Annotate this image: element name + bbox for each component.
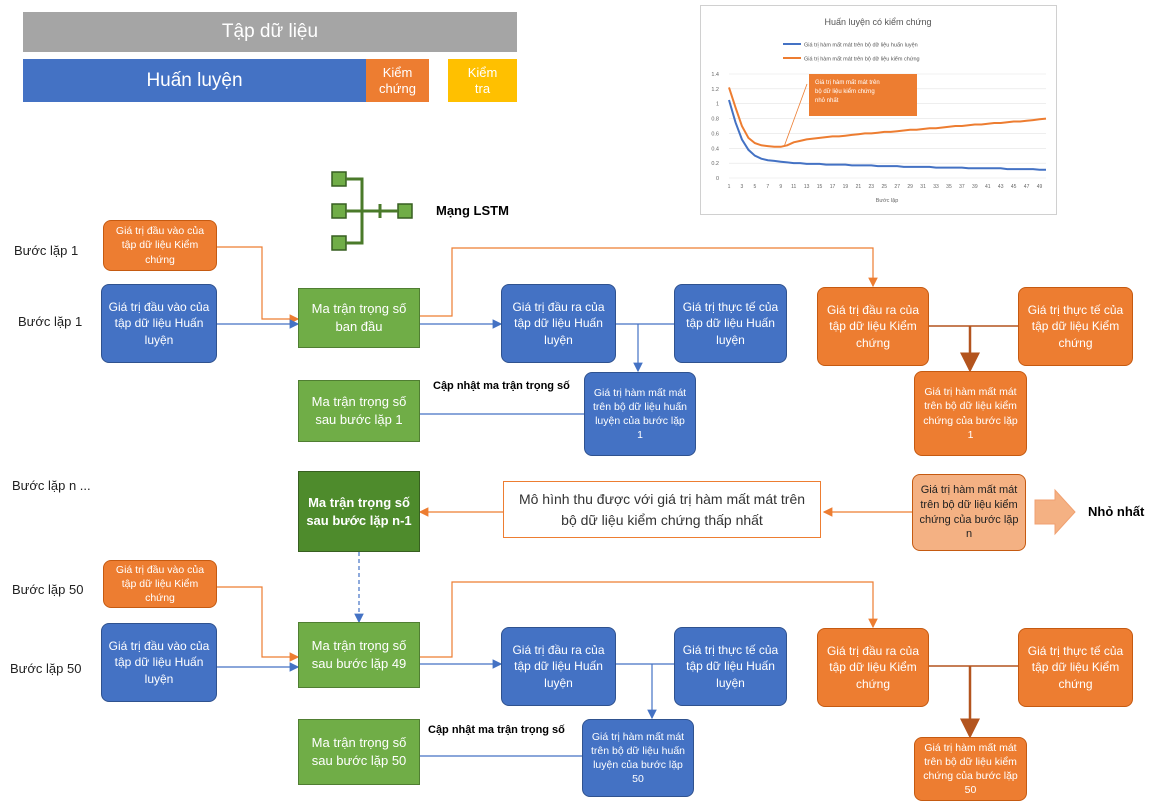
annotation-leader: [783, 83, 808, 147]
y-tick-label: 0.8: [711, 117, 719, 123]
x-tick-label: 47: [1024, 184, 1030, 190]
step50-validation-input: Giá trị đầu vào của tập dữ liệu Kiểm chứ…: [103, 560, 217, 608]
step1-initial-weights: Ma trận trọng số ban đầu: [298, 288, 420, 348]
x-tick-label: 21: [856, 184, 862, 190]
x-tick-label: 9: [779, 184, 782, 190]
step1-validation-loss: Giá trị hàm mất mát trên bộ dữ liệu kiểm…: [914, 371, 1027, 456]
x-tick-label: 33: [933, 184, 939, 190]
chart-title: Huấn luyện có kiểm chứng: [824, 17, 931, 27]
x-tick-label: 17: [830, 184, 836, 190]
step50-validation-actual: Giá trị thực tế của tập dữ liệu Kiểm chứ…: [1018, 628, 1133, 707]
step50-train-loss: Giá trị hàm mất mát trên bộ dữ liệu huấn…: [582, 719, 694, 797]
best-model: Mô hình thu được với giá trị hàm mất mát…: [503, 481, 821, 538]
row-label-step-n: Bước lặp n ...: [12, 478, 91, 493]
row-label-step50-train: Bước lặp 50: [10, 661, 82, 676]
x-tick-label: 13: [804, 184, 810, 190]
series-line: [728, 87, 1047, 148]
dataset-bar: Tập dữ liệu: [23, 12, 517, 52]
y-tick-label: 1.4: [711, 72, 719, 78]
x-tick-label: 5: [753, 184, 756, 190]
test-split-bar: Kiểm tra: [448, 59, 517, 102]
x-tick-label: 7: [766, 184, 769, 190]
annotation-box: [809, 74, 917, 116]
x-tick-label: 25: [881, 184, 887, 190]
x-tick-label: 3: [741, 184, 744, 190]
x-tick-label: 35: [946, 184, 952, 190]
x-tick-label: 45: [1011, 184, 1017, 190]
y-tick-label: 0.2: [711, 161, 719, 167]
x-tick-label: 29: [907, 184, 913, 190]
step1-train-loss: Giá trị hàm mất mát trên bộ dữ liệu huấn…: [584, 372, 696, 456]
step1-train-output: Giá trị đầu ra của tập dữ liệu Huấn luyệ…: [501, 284, 616, 363]
x-tick-label: 11: [791, 184, 796, 190]
x-tick-label: 19: [843, 184, 849, 190]
step50-validation-output: Giá trị đầu ra của tập dữ liệu Kiểm chứn…: [817, 628, 929, 707]
min-arrow: [1034, 488, 1076, 536]
y-tick-label: 1: [716, 102, 719, 108]
x-tick-label: 39: [972, 184, 978, 190]
y-tick-label: 1.2: [711, 87, 719, 93]
step1-update-weights-label: Cập nhật ma trận trọng số: [433, 380, 570, 392]
x-tick-label: 49: [1037, 184, 1043, 190]
minimum-label: Nhỏ nhất: [1088, 504, 1145, 519]
step1-validation-input: Giá trị đầu vào của tập dữ liệu Kiểm chứ…: [103, 220, 217, 271]
step50-train-output: Giá trị đầu ra của tập dữ liệu Huấn luyệ…: [501, 627, 616, 706]
split-gap: [429, 59, 448, 102]
x-tick-label: 43: [998, 184, 1004, 190]
row-label-step50-validation: Bước lặp 50: [12, 582, 84, 597]
x-tick-label: 41: [985, 184, 991, 190]
x-tick-label: 37: [959, 184, 965, 190]
y-tick-label: 0.6: [711, 131, 719, 137]
step50-weights: Ma trận trọng số sau bước lặp 49: [298, 622, 420, 688]
y-tick-label: 0.4: [711, 146, 719, 152]
y-tick-label: 0: [716, 176, 719, 182]
step1-train-actual: Giá trị thực tế của tập dữ liệu Huấn luy…: [674, 284, 787, 363]
step50-train-input: Giá trị đầu vào của tập dữ liệu Huấn luy…: [101, 623, 217, 702]
step1-validation-actual: Giá trị thực tế của tập dữ liệu Kiểm chứ…: [1018, 287, 1133, 366]
x-tick-label: 1: [728, 184, 731, 190]
legend-label: Giá trị hàm mất mát trên bộ dữ liệu kiểm…: [804, 56, 920, 63]
train-split-bar: Huấn luyện: [23, 59, 366, 102]
step50-validation-loss: Giá trị hàm mất mát trên bộ dữ liệu kiểm…: [914, 737, 1027, 801]
legend-label: Giá trị hàm mất mát trên bộ dữ liệu huấn…: [804, 43, 918, 49]
step1-train-input: Giá trị đầu vào của tập dữ liệu Huấn luy…: [101, 284, 217, 363]
x-tick-label: 23: [869, 184, 875, 190]
series-line: [728, 99, 1046, 171]
lstm-label: Mạng LSTM: [436, 203, 509, 218]
step1-validation-output: Giá trị đầu ra của tập dữ liệu Kiểm chứn…: [817, 287, 929, 366]
step50-train-actual: Giá trị thực tế của tập dữ liệu Huấn luy…: [674, 627, 787, 706]
x-axis-label: Bước lặp: [876, 198, 899, 204]
lstm-network-icon: [331, 171, 413, 251]
step-n-weights: Ma trận trọng số sau bước lặp n-1: [298, 471, 420, 552]
step50-update-weights-label: Cập nhật ma trận trọng số: [428, 724, 565, 736]
step-n-validation-loss: Giá trị hàm mất mát trên bộ dữ liệu kiểm…: [912, 474, 1026, 551]
x-tick-label: 15: [817, 184, 823, 190]
x-tick-label: 27: [894, 184, 900, 190]
row-label-step1-validation: Bước lặp 1: [14, 243, 79, 258]
x-tick-label: 31: [920, 184, 926, 190]
step1-weights-after: Ma trận trọng số sau bước lặp 1: [298, 380, 420, 442]
step50-weights-after: Ma trận trọng số sau bước lặp 50: [298, 719, 420, 785]
validation-split-bar: Kiểm chứng: [366, 59, 429, 102]
row-label-step1-train: Bước lặp 1: [18, 314, 83, 329]
